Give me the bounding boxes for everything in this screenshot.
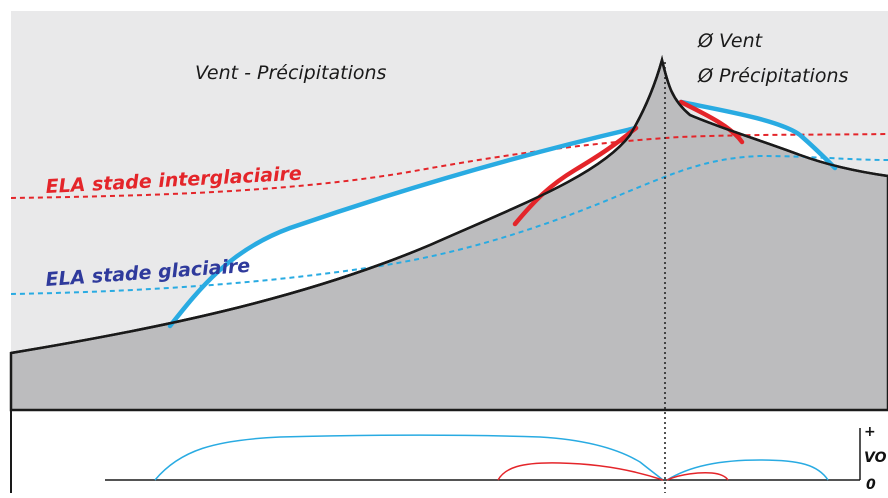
glacial-ice-windward xyxy=(170,128,636,326)
axis-zero: 0 xyxy=(866,477,876,493)
lower-curve-interglacial-leeward xyxy=(666,472,729,481)
lower-curve-interglacial-windward xyxy=(497,462,664,481)
glacial-surface-windward xyxy=(167,125,639,329)
label-leeward-wind: Ø Vent xyxy=(697,30,764,52)
glacial-surface-leeward xyxy=(678,99,838,171)
axis-partial-label: VO xyxy=(864,450,887,466)
interglacial-surface-windward xyxy=(512,125,639,227)
lower-curve-glacial-leeward xyxy=(666,459,829,481)
axis-plus: + xyxy=(864,424,876,440)
mountain-outline xyxy=(10,55,888,355)
label-windward: Vent - Précipitations xyxy=(195,62,387,84)
ela-glacial-line xyxy=(10,154,888,295)
interglacial-surface-leeward xyxy=(678,99,745,145)
label-leeward-precip: Ø Précipitations xyxy=(697,65,849,87)
lower-curve-glacial-windward xyxy=(154,434,664,481)
